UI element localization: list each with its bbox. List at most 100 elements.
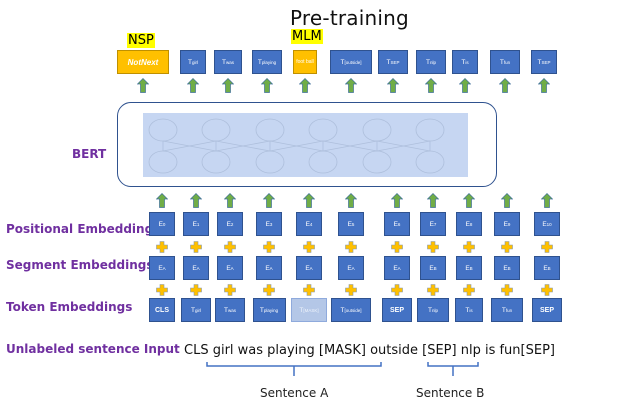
plus-icon-positional-2	[224, 241, 236, 253]
positional-embedding-2-subscript: 2	[230, 221, 234, 227]
output-token-0-main: NotNext	[127, 57, 159, 67]
plus-icon-positional-9	[501, 241, 513, 253]
plus-icon-segment-5	[345, 284, 357, 296]
input-arrow-2	[224, 193, 236, 208]
plus-icon-positional-1	[190, 241, 202, 253]
token-embedding-8-main: T	[465, 306, 470, 314]
nn-edge	[215, 140, 271, 152]
positional-embedding-3-subscript: 3	[269, 221, 273, 227]
nsp-tag: NSP	[127, 33, 155, 48]
nn-edge	[162, 140, 217, 152]
input-arrow-0	[156, 193, 168, 208]
plus-icon-segment-1	[190, 284, 202, 296]
segment-embedding-3-subscript: A	[269, 265, 273, 271]
token-embedding-1-main: T	[191, 306, 195, 314]
input-arrow-10	[541, 193, 553, 208]
input-arrow-9	[501, 193, 513, 208]
output-token-7-main: T	[426, 58, 430, 66]
positional-embedding-8-main: E	[465, 220, 470, 228]
token-embedding-0-main: CLS	[155, 306, 169, 314]
input-arrow-5	[345, 193, 357, 208]
output-token-2-main: T	[222, 58, 226, 66]
positional-embedding-9-main: E	[503, 220, 508, 228]
positional-embedding-6-main: E	[393, 220, 398, 228]
input-arrow-3	[263, 193, 275, 208]
output-token-8-subscript: is	[465, 59, 469, 65]
output-token-6-main: T	[386, 58, 391, 66]
output-arrow-7	[425, 78, 437, 93]
segment-embedding-6-subscript: A	[397, 265, 401, 271]
output-arrow-10	[538, 78, 550, 93]
positional-embedding-4-subscript: 4	[309, 221, 313, 227]
plus-icon-positional-0	[156, 241, 168, 253]
positional-embedding-3-main: E	[265, 220, 270, 228]
input-arrow-8	[463, 193, 475, 208]
output-token-10-subscript: SEP	[541, 59, 551, 65]
mlm-tag: MLM	[291, 29, 323, 44]
token-embedding-5: T[outside]	[331, 298, 371, 322]
token-embedding-10-main: SEP	[539, 306, 554, 314]
token-embedding-6: SEP	[382, 298, 412, 322]
segment-embedding-6-main: E	[393, 264, 398, 272]
output-token-9-subscript: fun	[503, 59, 511, 65]
output-token-8-main: T	[461, 58, 466, 66]
input-arrow-6	[391, 193, 403, 208]
input-arrow-7	[427, 193, 439, 208]
output-token-0: NotNext	[117, 50, 169, 74]
segment-embedding-7-subscript: B	[433, 265, 437, 271]
output-token-3-main: T	[257, 58, 262, 66]
plus-icon-segment-3	[263, 284, 275, 296]
diagram-title: Pre-training	[290, 6, 409, 30]
sentence-b-brace	[427, 362, 479, 376]
plus-icon-segment-7	[427, 284, 439, 296]
segment-embedding-1-main: E	[192, 264, 197, 272]
unlabeled-sentence-input-label: Unlabeled sentence Input	[6, 342, 180, 356]
segment-embedding-9-main: E	[503, 264, 508, 272]
token-embedding-7-subscript: nlp	[431, 307, 438, 313]
output-arrow-4	[299, 78, 311, 93]
token-embedding-7-main: T	[428, 306, 432, 314]
nn-edge	[269, 140, 324, 152]
output-arrow-5	[345, 78, 357, 93]
input-sentence: CLS girl was playing [MASK] outside [SEP…	[184, 343, 555, 358]
positional-embedding-0-main: E	[158, 220, 163, 228]
token-embedding-4-main: T	[299, 306, 304, 314]
segment-embeddings-label: Segment Embeddings	[6, 258, 154, 272]
neural-network-illustration	[143, 113, 468, 177]
plus-icon-positional-10	[541, 241, 553, 253]
segment-embedding-2-subscript: A	[230, 265, 234, 271]
positional-embedding-5-main: E	[347, 220, 352, 228]
positional-embedding-5-subscript: 5	[351, 221, 355, 227]
output-token-9-main: T	[499, 58, 504, 66]
token-embedding-4-subscript: [MASK]	[303, 307, 319, 313]
plus-icon-segment-0	[156, 284, 168, 296]
token-embedding-0: CLS	[149, 298, 175, 322]
segment-embedding-3-main: E	[265, 264, 270, 272]
segment-embedding-4-main: E	[305, 264, 310, 272]
positional-embedding-10-subscript: 10	[546, 221, 552, 227]
token-embedding-9-subscript: fun	[505, 307, 513, 313]
positional-embedding-6-subscript: 6	[397, 221, 401, 227]
token-embedding-3-main: T	[259, 306, 264, 314]
segment-embedding-1-subscript: A	[196, 265, 200, 271]
output-arrow-6	[387, 78, 399, 93]
output-token-1-subscript: girl	[191, 59, 198, 65]
